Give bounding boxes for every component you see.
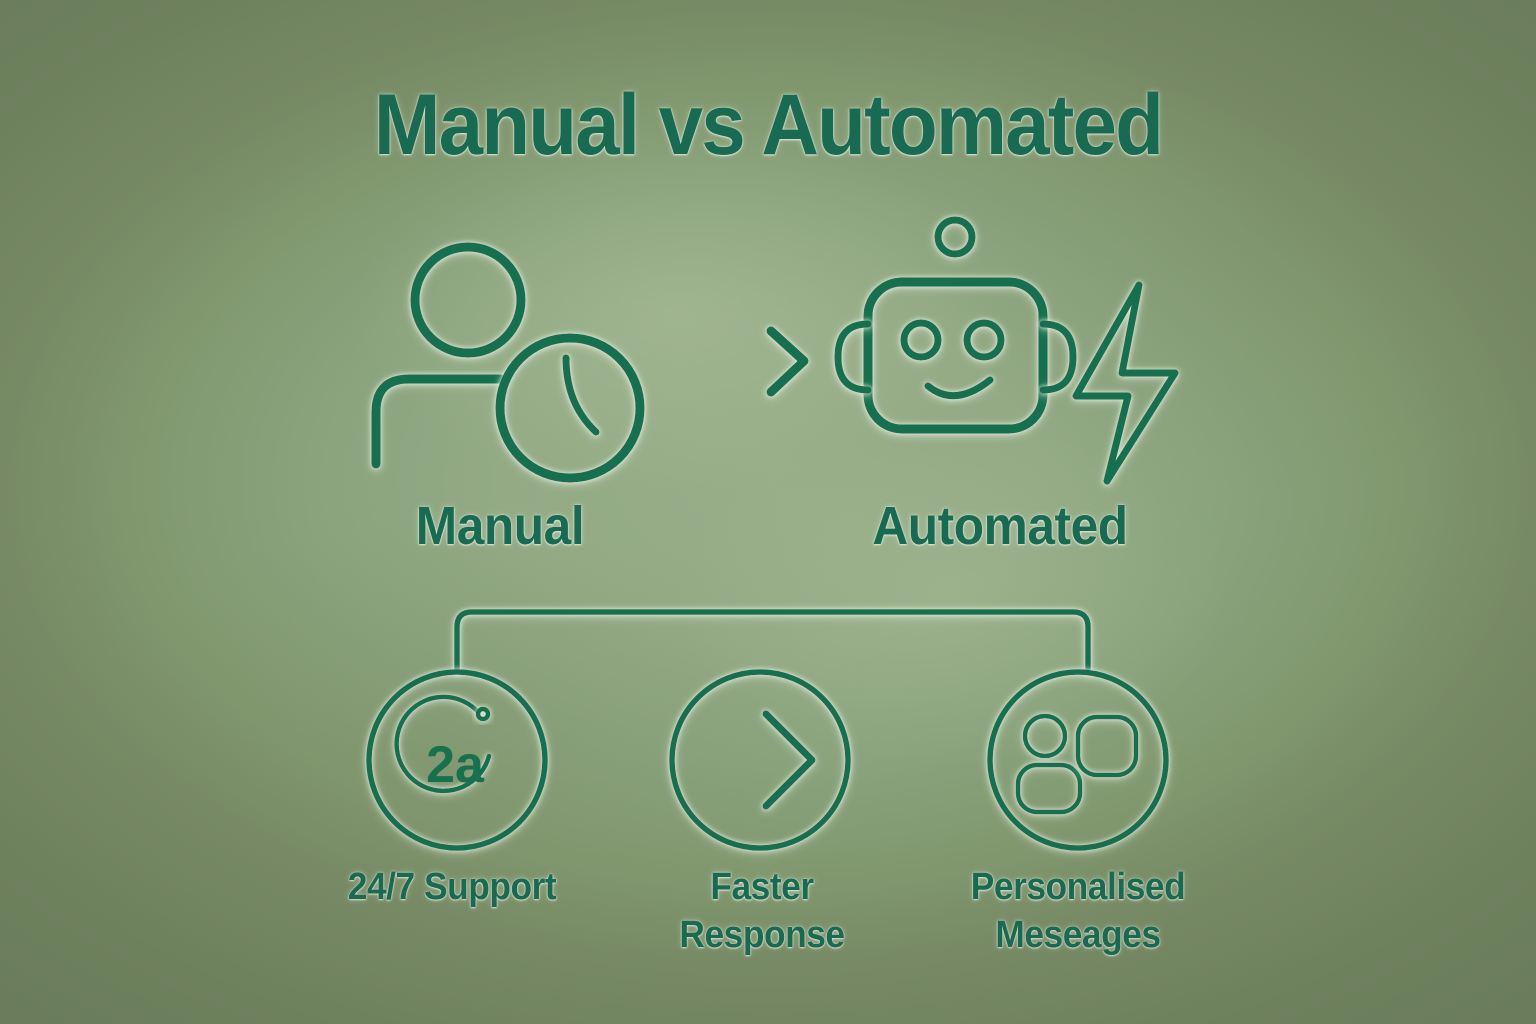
label-manual: Manual [415,496,585,556]
page-title: Manual vs Automated [373,77,1164,173]
benefit-icon-1 [669,669,851,851]
person-with-clock-icon [371,242,645,483]
benefit-icon-0: 2a [366,669,548,851]
benefit-label-24-7-support: 24/7 Support [347,866,557,908]
benefit-icon-2 [987,669,1169,851]
robot-head-with-lightning-icon [834,216,1179,485]
benefit-icon-0-text: 2a [426,736,485,794]
benefit-label-personalised-meseages: Personalised Meseages [970,866,1186,956]
benefit-label-faster-response: Faster Response [679,866,845,956]
arrow-right-icon [673,326,809,397]
connector-bracket [454,609,1091,676]
label-automated: Automated [872,496,1128,556]
